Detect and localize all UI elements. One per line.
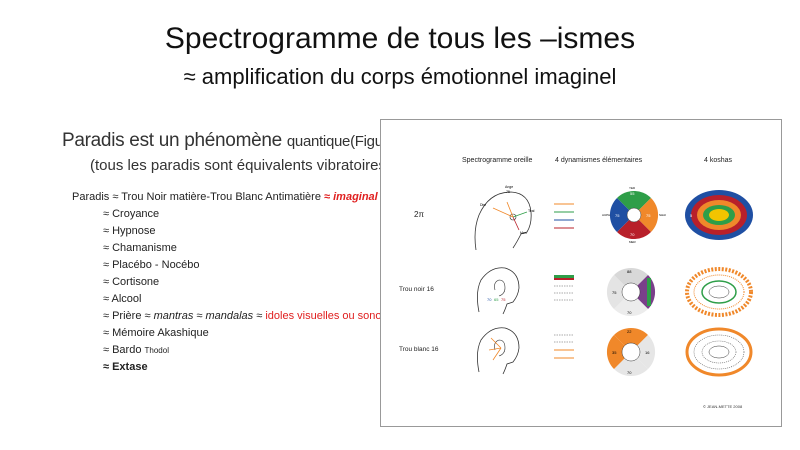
ear-label-bottom: Mon	[520, 231, 527, 235]
list-item: ≈ Alcool	[103, 293, 142, 305]
ear-num: 75	[501, 297, 506, 302]
equivalence-list: Paradis ≈ Trou Noir matière-Trou Blanc A…	[72, 189, 422, 376]
figure-drawings: Ange 75 Dim Teal Mon 70 65 75	[474, 185, 753, 377]
spectrogram-figure: Spectrogramme oreille 4 dynamismes éléme…	[380, 119, 782, 427]
wheel-num: 75	[612, 290, 617, 295]
kosha-ellipse-row1: 5	[685, 190, 753, 240]
wheel-num: 88	[627, 269, 632, 274]
ear-num: 70	[487, 297, 492, 302]
slide-title: Spectrogramme de tous les –ismes	[164, 22, 636, 55]
wheel-num: 70	[630, 232, 635, 237]
wheel-label: AUPH	[602, 213, 610, 217]
list-item: ≈ Mémoire Akashique	[103, 327, 209, 339]
row-label-black-hole: Trou noir 16	[399, 286, 434, 293]
wheel-label: YED	[629, 186, 636, 190]
kosha-ellipse-row2	[685, 267, 753, 317]
list-item: ≈ Prière ≈ mantras ≈ mandalas ≈ idoles v…	[103, 310, 397, 322]
ear-label-left: Dim	[480, 203, 486, 207]
column-header-dynamisms: 4 dynamismes élémentaires	[555, 157, 643, 164]
kosha-ellipse-row3	[685, 327, 753, 377]
column-header-koshas: 4 koshas	[704, 157, 733, 164]
wheel-num: 75	[615, 213, 620, 218]
list-item: ≈ Extase	[103, 361, 148, 373]
list-item: ≈ Chamanisme	[103, 242, 177, 254]
ear-head-row3	[477, 327, 520, 375]
ear-label-top-num: 75	[506, 190, 510, 194]
element-lines-row3	[554, 334, 574, 359]
element-lines-row2	[554, 275, 574, 301]
ear-label-top: Ange	[505, 185, 513, 189]
list-item: ≈ Bardo Thodol	[103, 344, 169, 356]
ear-head-row2: 70 65 75	[477, 267, 520, 315]
slide-subtitle: ≈ amplification du corps émotionnel imag…	[183, 64, 617, 89]
row-label-white-hole: Trou blanc 16	[399, 346, 439, 353]
ear-num: 65	[494, 297, 499, 302]
kosha-num: 5	[690, 213, 693, 218]
wheel-num: 55	[630, 191, 635, 196]
elements-wheel-row3: 22 35 16 70	[606, 327, 656, 377]
elements-wheel-row1: 55 75 75 70 YED AUPH SHAI MER	[602, 186, 666, 244]
ear-label-right: Teal	[528, 209, 535, 213]
column-header-ear: Spectrogramme oreille	[462, 157, 533, 164]
row-label-2pi: 2π	[414, 210, 424, 219]
wheel-label: SHAI	[659, 213, 666, 217]
wheel-num: 16	[645, 350, 650, 355]
elements-wheel-row2: 88 75 70	[606, 267, 656, 317]
wheel-num: 70	[627, 370, 632, 375]
list-item: ≈ Croyance	[103, 208, 160, 220]
wheel-num: 70	[627, 310, 632, 315]
wheel-num: 22	[627, 329, 632, 334]
copyright: © JEAN-METTE 2008	[703, 404, 743, 409]
paradise-subheading: (tous les paradis sont équivalents vibra…	[90, 157, 391, 174]
ear-head-row1: Ange 75 Dim Teal Mon	[474, 185, 535, 251]
wheel-num: 35	[612, 350, 617, 355]
list-item: ≈ Placébo - Nocébo	[103, 259, 200, 271]
list-item: ≈ Cortisone	[103, 276, 160, 288]
list-item: Paradis ≈ Trou Noir matière-Trou Blanc A…	[72, 191, 423, 203]
wheel-label: MER	[629, 240, 637, 244]
wheel-num: 75	[646, 213, 651, 218]
paradise-heading: Paradis est un phénomène quantique(Figur…	[62, 130, 424, 151]
element-lines-row1	[554, 203, 574, 229]
list-item: ≈ Hypnose	[103, 225, 156, 237]
